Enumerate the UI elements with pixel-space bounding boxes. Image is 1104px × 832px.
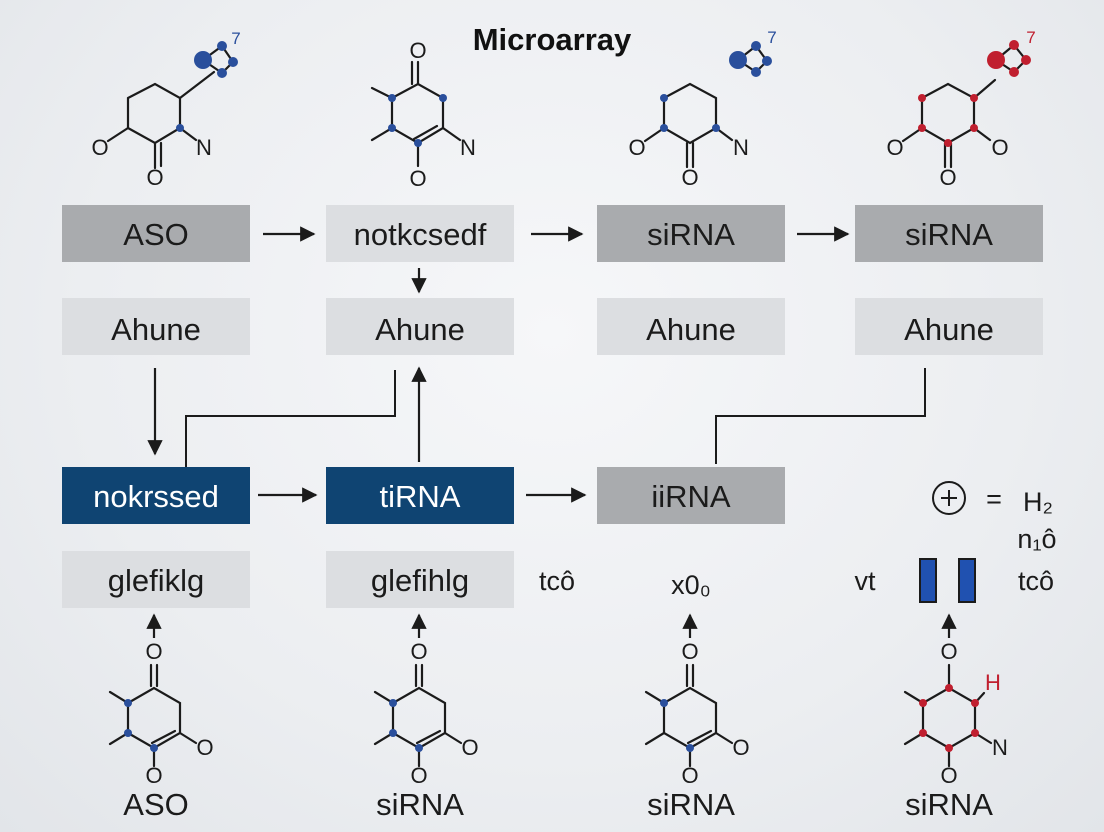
svg-text:N: N (460, 135, 476, 160)
svg-text:glefihlg: glefihlg (371, 563, 469, 598)
row2-box-2: Ahune (326, 298, 514, 355)
row2-box-3: Ahune (597, 298, 785, 355)
svg-text:Ahune: Ahune (646, 312, 736, 347)
molecule-top-4: O O O 7 (886, 28, 1035, 190)
bottom-label-2: siRNA (376, 787, 464, 822)
side-label-x00: x0₀ (671, 570, 711, 600)
molecule-top-2: O O N (370, 38, 476, 191)
row3-box-1: nokrssed (62, 467, 250, 524)
svg-text:notkcsedf: notkcsedf (354, 217, 487, 252)
molecule-top-1: O O N 7 (91, 29, 240, 190)
connector-r3-to-r2-4 (715, 368, 926, 464)
svg-text:O: O (409, 166, 426, 191)
svg-text:7: 7 (1026, 28, 1035, 47)
svg-text:N: N (196, 135, 212, 160)
svg-text:H: H (985, 670, 1001, 695)
row3-box-3: iiRNA (597, 467, 785, 524)
svg-text:O: O (146, 165, 163, 190)
svg-text:glefiklg: glefiklg (108, 563, 205, 598)
molecule-bottom-4: O H N O (903, 639, 1008, 788)
svg-text:=: = (986, 484, 1002, 514)
svg-text:O: O (145, 763, 162, 788)
svg-text:O: O (991, 135, 1008, 160)
svg-text:7: 7 (231, 29, 240, 48)
row4-box-1: glefiklg (62, 551, 250, 608)
svg-text:Ahune: Ahune (904, 312, 994, 347)
bottom-label-1: ASO (123, 787, 188, 822)
row2-box-4: Ahune (855, 298, 1043, 355)
svg-text:O: O (461, 735, 478, 760)
svg-text:O: O (409, 38, 426, 63)
svg-text:O: O (940, 763, 957, 788)
svg-text:O: O (886, 135, 903, 160)
molecule-bottom-2: O O O (373, 639, 479, 788)
atom-cluster-red: 7 (987, 28, 1036, 77)
svg-text:O: O (681, 639, 698, 664)
svg-text:H₂: H₂ (1023, 487, 1053, 517)
atom-cluster-blue: 7 (194, 29, 241, 78)
row2-box-1: Ahune (62, 298, 250, 355)
side-label-tco-1: tcô (539, 566, 575, 596)
svg-text:n₁ô: n₁ô (1017, 524, 1056, 554)
plus-equals-h2: = H₂ n₁ô (932, 481, 1057, 554)
svg-text:nokrssed: nokrssed (93, 479, 219, 514)
row3-box-2: tiRNA (326, 467, 514, 524)
row4-box-2: glefihlg (326, 551, 514, 608)
svg-text:tiRNA: tiRNA (380, 479, 461, 514)
row1-box-1: ASO (62, 205, 250, 262)
svg-text:O: O (145, 639, 162, 664)
molecule-bottom-3: O O O (644, 639, 750, 788)
row1-box-3: siRNA (597, 205, 785, 262)
svg-text:O: O (91, 135, 108, 160)
svg-text:ASO: ASO (123, 217, 188, 252)
svg-text:O: O (410, 763, 427, 788)
plus-circle-icon (932, 481, 966, 515)
svg-text:iiRNA: iiRNA (651, 479, 731, 514)
svg-text:O: O (939, 165, 956, 190)
row1-box-4: siRNA (855, 205, 1043, 262)
side-label-tco-2: tcô (1018, 566, 1054, 596)
svg-text:O: O (628, 135, 645, 160)
svg-text:7: 7 (767, 28, 776, 47)
svg-text:O: O (940, 639, 957, 664)
row1-box-2: notkcsedf (326, 205, 514, 262)
svg-text:O: O (196, 735, 213, 760)
svg-text:siRNA: siRNA (905, 217, 993, 252)
svg-text:O: O (410, 639, 427, 664)
svg-text:Ahune: Ahune (375, 312, 465, 347)
svg-text:O: O (681, 165, 698, 190)
svg-text:Ahune: Ahune (111, 312, 201, 347)
side-label-vt: vt (854, 566, 876, 596)
connector-r3-to-r2-2 (185, 370, 396, 468)
svg-text:O: O (732, 735, 749, 760)
bottom-label-4: siRNA (905, 787, 993, 822)
molecule-top-3: O O N 7 (628, 28, 776, 190)
diagram-title: Microarray (473, 22, 632, 57)
svg-text:O: O (681, 763, 698, 788)
molecule-bottom-1: O O O (108, 639, 214, 788)
bottom-label-3: siRNA (647, 787, 735, 822)
svg-text:siRNA: siRNA (647, 217, 735, 252)
atom-cluster-blue: 7 (729, 28, 777, 77)
svg-text:N: N (733, 135, 749, 160)
blue-bars-icon (919, 558, 976, 603)
svg-text:N: N (992, 735, 1008, 760)
